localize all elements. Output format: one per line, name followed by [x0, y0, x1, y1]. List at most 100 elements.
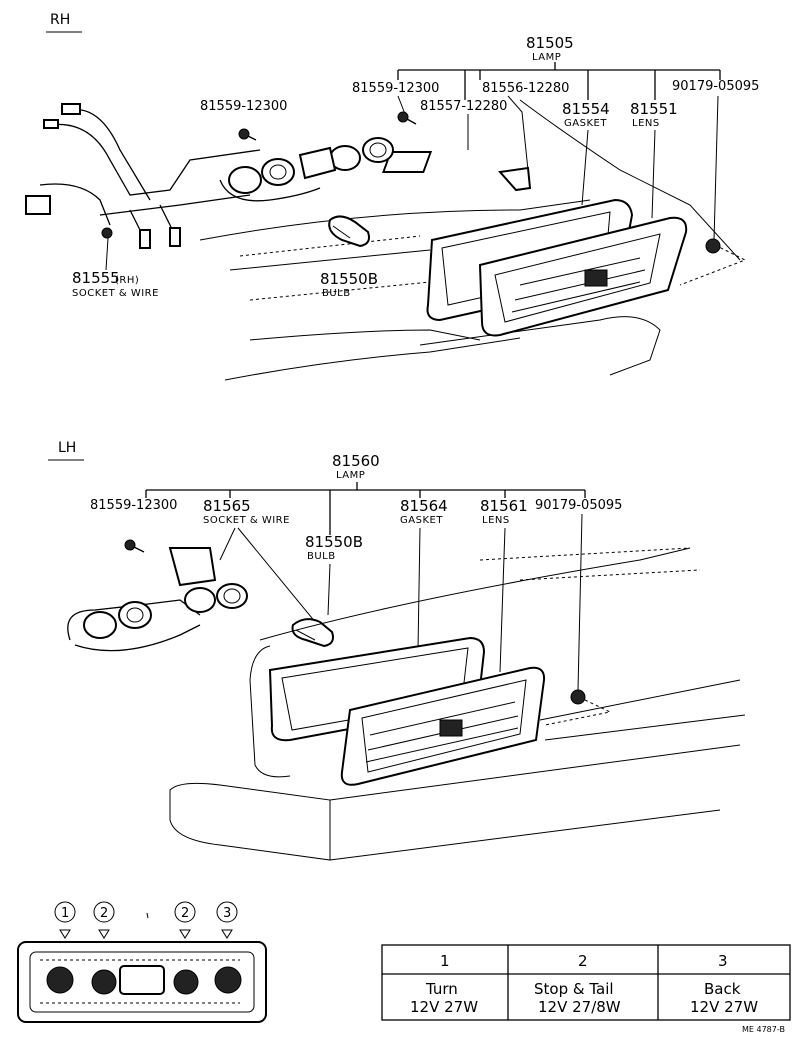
rh-lens-part: [478, 216, 688, 337]
spec-value-turn: 12V 27W: [410, 998, 478, 1016]
spec-name-back: Back: [704, 980, 741, 998]
rh-clip-pointer: [507, 95, 529, 171]
rh-gasket-part-number: 81554: [562, 100, 610, 118]
rh-nut-icon: [705, 238, 721, 254]
rh-nut-pointer: [713, 95, 719, 241]
rh-socket-pointer: [105, 237, 109, 271]
rh-bumper: [419, 316, 661, 376]
lh-body-corner: [249, 645, 271, 681]
lh-gasket-desc: GASKET: [400, 515, 443, 526]
spec-table-border: [381, 944, 791, 1021]
rh-gasket-pointer: [581, 129, 589, 206]
rh-gasket-desc: GASKET: [564, 118, 607, 129]
rh-body-line-4: [224, 337, 521, 381]
legend-marker-label: 1: [61, 906, 69, 921]
lh-section: LH 81560 LAMP 81559-12300 81565 SOCKET &…: [48, 440, 746, 861]
rh-clip-part-number: 81556-12280: [482, 81, 569, 96]
lh-lens-inner: [361, 679, 527, 773]
lh-body-edge: [259, 547, 691, 641]
rh-body-line-2: [229, 249, 431, 271]
rh-screw-top-pointer: [397, 95, 406, 115]
legend-marker-label: 3: [223, 906, 231, 921]
rh-socket-tag: (RH): [115, 275, 139, 286]
rh-bracket-icon: [382, 151, 433, 173]
lh-body-side: [249, 679, 291, 778]
lh-screw-part-number: 81559-12300: [90, 498, 177, 513]
lh-socket-pointer-1: [219, 527, 236, 561]
lh-lens-part-number: 81561: [480, 497, 528, 515]
rh-socket-wire-harness: [25, 103, 394, 249]
rh-body-edge: [199, 199, 591, 241]
lh-bulb-part-number: 81550B: [305, 533, 363, 551]
rh-body-upper-line: [519, 99, 741, 261]
spec-name-stop-tail: Stop & Tail: [534, 980, 614, 998]
lh-body-lines: [539, 679, 746, 741]
spec-name-turn: Turn: [425, 980, 458, 998]
lh-nut-icon: [570, 689, 586, 705]
rh-bulb-part-number: 81550B: [320, 270, 378, 288]
lh-screw-icon: [124, 539, 145, 553]
rh-section: RH 81505 LAMP 81559-12300 81556-12280 81…: [25, 12, 759, 381]
lh-bumper-lines: [329, 744, 741, 861]
lh-section-label: LH: [58, 440, 76, 456]
rh-nut-part-number: 90179-05095: [672, 79, 759, 94]
lh-nut-pointer: [577, 513, 583, 691]
legend-marker-label: 2: [181, 906, 189, 921]
rh-screw-top-icon: [397, 111, 417, 125]
rh-section-label: RH: [50, 12, 70, 28]
lh-lamp-desc: LAMP: [336, 470, 365, 481]
rh-body-line-3: [249, 329, 481, 341]
rh-bulb-icon: [328, 215, 370, 248]
legend-panel: 1 2 2 3: [17, 901, 791, 1023]
rh-lens-pointer: [651, 129, 656, 219]
lh-socket-part-number: 81565: [203, 497, 251, 515]
rh-clip-icon: [498, 166, 532, 192]
lh-bulb-icon: [291, 618, 334, 648]
rh-lamp-part-number: 81505: [526, 34, 574, 52]
spec-value-back: 12V 27W: [690, 998, 758, 1016]
spec-header-3: 3: [718, 952, 728, 970]
rh-socket-desc: SOCKET & WIRE: [72, 288, 159, 299]
rh-screw-top-part-number: 81559-12300: [352, 81, 439, 96]
legend-marker-turn-left: 1: [54, 901, 76, 939]
lh-bulb-pointer: [327, 563, 331, 616]
rh-bracket-part-number: 81557-12280: [420, 99, 507, 114]
rh-lamp-desc: LAMP: [532, 52, 561, 63]
legend-center-tick: [146, 912, 149, 919]
spec-header-2: 2: [578, 952, 588, 970]
rh-screw-mid-part-number: 81559-12300: [200, 99, 287, 114]
rh-lens-desc: LENS: [632, 118, 660, 129]
footer-code: ME 4787-B: [742, 1025, 785, 1034]
legend-marker-label: 2: [100, 906, 108, 921]
lh-socket-desc: SOCKET & WIRE: [203, 515, 290, 526]
rh-lens-part-number: 81551: [630, 100, 678, 118]
lh-socket-wire-harness: [67, 547, 248, 652]
lh-lens-desc: LENS: [482, 515, 510, 526]
lh-lens-reflector: [439, 719, 463, 737]
rh-nut-dashed-path: [679, 244, 747, 286]
spec-value-stop-tail: 12V 27/8W: [538, 998, 621, 1016]
lh-nut-part-number: 90179-05095: [535, 498, 622, 513]
rh-lens-ribs: [511, 257, 646, 313]
lh-gasket-pointer: [417, 527, 421, 651]
bulb-spec-table: 1 2 3 Turn 12V 27W Stop & Tail 12V 27/8W…: [381, 944, 791, 1021]
rh-body-dashed-1: [239, 235, 421, 257]
rh-lens-inner: [494, 233, 661, 323]
spec-header-1: 1: [440, 952, 450, 970]
legend-marker-back: 3: [216, 901, 238, 939]
rh-body-dashed-2: [249, 281, 431, 301]
rh-lens-reflector: [584, 269, 608, 287]
rh-socket-part-number: 81555: [72, 269, 120, 287]
rh-bulb-desc: BULB: [322, 288, 351, 299]
legend-lamp-rear-view: [17, 941, 267, 1023]
lh-bumper-end: [169, 782, 331, 861]
legend-marker-stop-left: 2: [93, 901, 115, 939]
lh-body-dashed: [479, 547, 701, 581]
rh-screw-mid-icon: [238, 128, 257, 141]
lh-gasket-part-number: 81564: [400, 497, 448, 515]
legend-marker-stop-right: 2: [174, 901, 196, 939]
lh-lamp-part-number: 81560: [332, 452, 380, 470]
lh-bulb-desc: BULB: [307, 551, 336, 562]
lh-lens-pointer: [499, 527, 506, 673]
